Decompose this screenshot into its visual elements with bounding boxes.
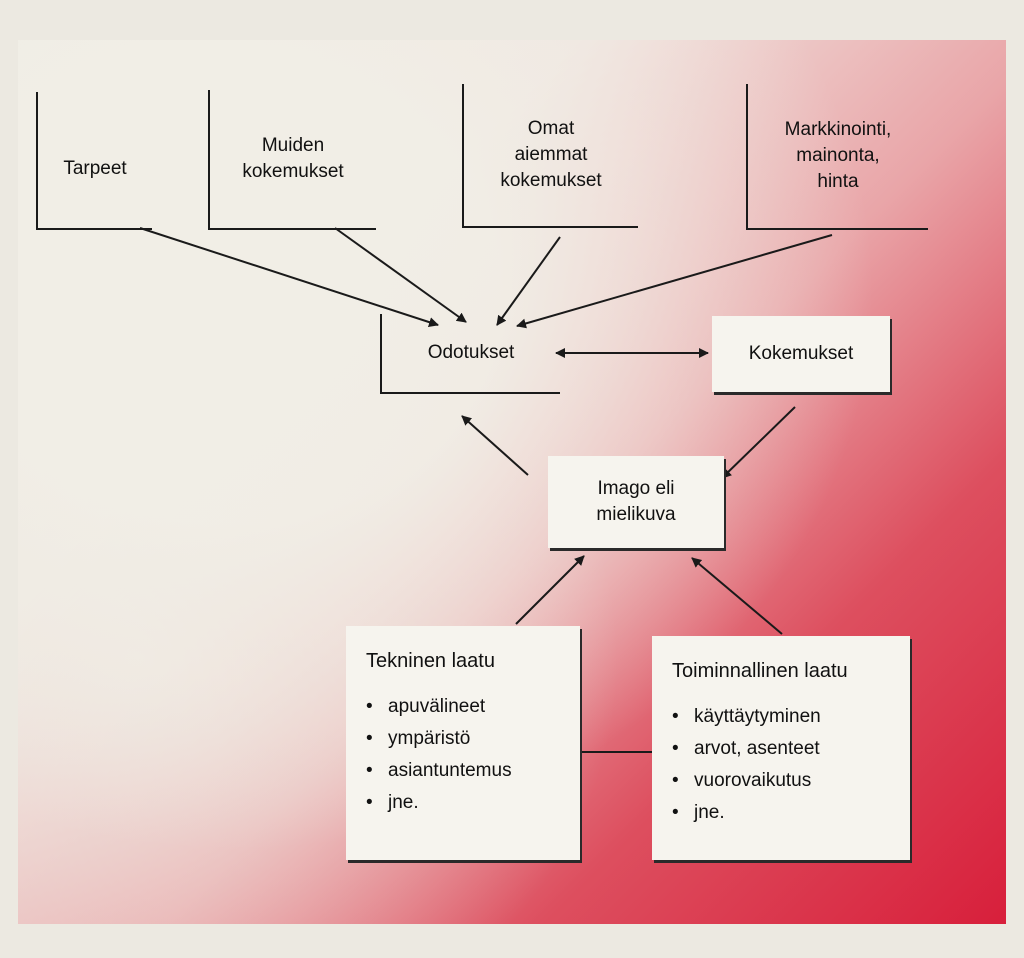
node-markkinointi-line-1: Markkinointi, — [784, 119, 892, 140]
tekninen-title: Tekninen laatu — [366, 650, 495, 672]
node-muiden-kokemukset: Muiden kokemukset — [208, 90, 376, 230]
list-item: •arvot, asenteet — [672, 733, 892, 765]
node-muiden-line-2: kokemukset — [242, 161, 344, 182]
list-item: •asiantuntemus — [366, 755, 562, 787]
node-markkinointi-line-2: mainonta, — [796, 145, 880, 166]
node-tarpeet: Tarpeet — [36, 92, 152, 230]
list-item: •käyttäytyminen — [672, 701, 892, 733]
node-muiden-line-1: Muiden — [261, 135, 325, 156]
arrow-toiminnallinen-to-imago — [691, 557, 783, 635]
node-omat-line-3: kokemukset — [500, 170, 602, 191]
node-omat-line-1: Omat — [527, 118, 575, 139]
arrow-tarpeet-to-odotukset — [139, 227, 439, 327]
bullet: • — [672, 738, 679, 759]
node-imago-line-1: Imago eli — [597, 478, 675, 499]
list-item: •apuvälineet — [366, 691, 562, 723]
arrow-imago-to-odotukset — [461, 415, 529, 476]
bullet: • — [672, 706, 679, 727]
node-omat-kokemukset: Omat aiemmat kokemukset — [462, 84, 638, 228]
bullet: • — [672, 802, 679, 823]
node-imago: Imago eli mielikuva — [548, 456, 724, 548]
node-kokemukset: Kokemukset — [712, 316, 890, 392]
node-odotukset-label: Odotukset — [427, 342, 515, 363]
node-markkinointi: Markkinointi, mainonta, hinta — [746, 84, 928, 230]
node-tekninen-laatu: Tekninen laatu •apuvälineet •ympäristö •… — [346, 626, 580, 860]
node-odotukset: Odotukset — [380, 314, 560, 394]
bullet: • — [366, 760, 373, 781]
list-item: •jne. — [366, 787, 562, 819]
tekninen-list: •apuvälineet •ympäristö •asiantuntemus •… — [366, 691, 562, 819]
bullet: • — [366, 696, 373, 717]
node-kokemukset-label: Kokemukset — [748, 343, 854, 364]
list-item: •vuorovaikutus — [672, 765, 892, 797]
bullet: • — [366, 728, 373, 749]
arrow-kokemukset-to-imago — [721, 406, 796, 479]
list-item: •ympäristö — [366, 723, 562, 755]
node-tarpeet-label: Tarpeet — [63, 158, 127, 179]
arrow-muiden-to-odotukset — [334, 227, 467, 323]
node-toiminnallinen-laatu: Toiminnallinen laatu •käyttäytyminen •ar… — [652, 636, 910, 860]
node-imago-line-2: mielikuva — [596, 504, 676, 525]
bullet: • — [672, 770, 679, 791]
arrow-tekninen-to-imago — [515, 555, 585, 625]
node-markkinointi-line-3: hinta — [817, 171, 859, 192]
node-omat-line-2: aiemmat — [514, 144, 588, 165]
arrow-markkinointi-to-odotukset — [516, 234, 833, 329]
arrow-omat-to-odotukset — [496, 236, 561, 326]
bullet: • — [366, 792, 373, 813]
list-item: •jne. — [672, 797, 892, 829]
toiminnallinen-title: Toiminnallinen laatu — [672, 660, 848, 682]
toiminnallinen-list: •käyttäytyminen •arvot, asenteet •vuorov… — [672, 701, 892, 829]
